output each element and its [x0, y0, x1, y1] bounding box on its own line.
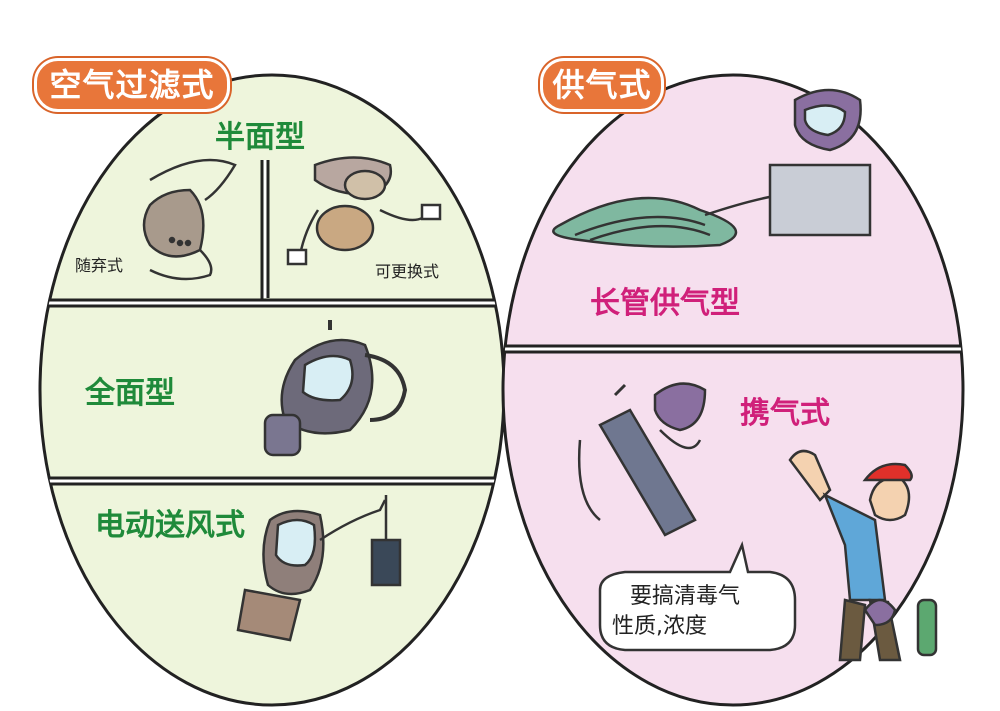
- bubble-line-2: 性质,浓度: [612, 614, 707, 639]
- disposable-label: 随弃式: [75, 256, 124, 275]
- replaceable-mask-illustration: [286, 156, 442, 266]
- long-tube-title: 长管供气型: [590, 286, 740, 321]
- powered-title: 电动送风式: [95, 508, 245, 543]
- disposable-mask-illustration: [142, 158, 237, 281]
- full-mask-title: 全面型: [85, 376, 175, 411]
- worker-illustration: [788, 449, 938, 662]
- half-mask-title: 半面型: [215, 120, 305, 155]
- bubble-line-1: 要搞清毒气: [630, 584, 741, 609]
- speech-bubble: [598, 541, 797, 652]
- portable-title: 携气式: [740, 396, 830, 431]
- powered-air-mask-illustration: [236, 495, 402, 642]
- supplied-air-tag: 供气式: [540, 58, 664, 112]
- full-face-mask-illustration: [263, 320, 408, 457]
- long-tube-illustration: [552, 88, 872, 248]
- portable-cylinder-illustration: [577, 382, 707, 537]
- replaceable-label: 可更换式: [375, 262, 440, 281]
- air-purifying-tag: 空气过滤式: [34, 58, 230, 112]
